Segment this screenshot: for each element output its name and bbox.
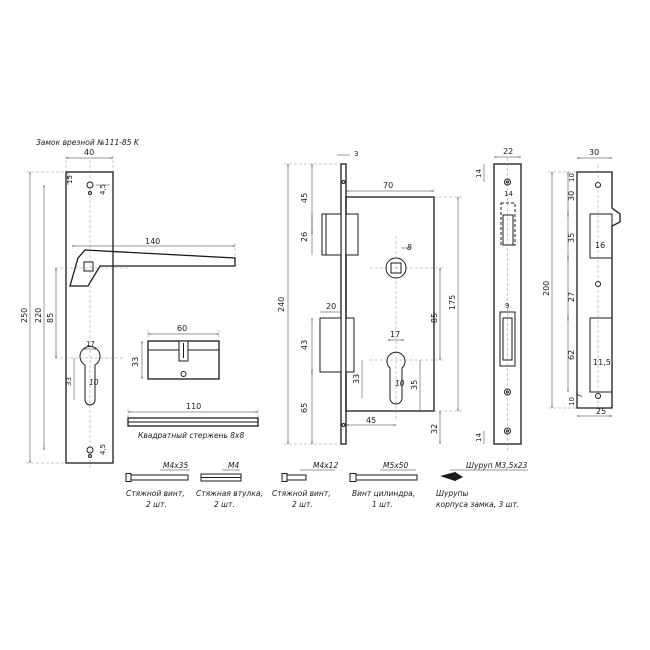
lock-body-view: 3 70 45 26 8 240 20 43 17 85 175 (277, 150, 462, 445)
faceplate-width-label: 22 (503, 147, 513, 156)
handle-length-label: 140 (145, 237, 160, 246)
part-name: Шурупы (436, 489, 469, 498)
handle-cyl-round-label: 10 (89, 378, 99, 387)
lock-cyl-round-label: 10 (395, 379, 405, 388)
lock-bolt-label: 20 (326, 302, 336, 311)
cylinder-height-label: 33 (131, 357, 140, 367)
lock-faceplate-label: 3 (354, 150, 358, 158)
strike-b2-label: 7 (576, 394, 584, 398)
handle-mid-height-label: 220 (34, 308, 43, 323)
strike-width-label: 30 (589, 148, 599, 157)
part-qty: 1 шт. (372, 500, 393, 509)
part-spec: M4x12 (313, 461, 338, 470)
spindle-length-label: 110 (186, 402, 201, 411)
handle-cyl-width-label: 17 (86, 340, 95, 348)
lock-total-label: 240 (277, 297, 286, 312)
strike-plate-view: 30 30 10 35 16 200 27 62 11,5 10 7 25 (542, 148, 621, 416)
lock-body-height-label: 175 (448, 295, 457, 310)
handle-top-label: 15 (66, 175, 74, 184)
part-name: Стяжная втулка, (196, 489, 263, 498)
handle-total-height-label: 250 (20, 308, 29, 323)
strike-top-b-label: 10 (568, 173, 576, 182)
strike-total-label: 200 (542, 281, 551, 296)
strike-bolt-width-label: 11,5 (593, 358, 611, 367)
handle-hole-bottom-label: 4,5 (99, 444, 107, 455)
strike-base-label: 25 (596, 407, 606, 416)
handle-plate-view: 40 140 250 220 85 15 4,5 4,5 17 33 10 (20, 148, 236, 470)
faceplate-bottom-label: 14 (475, 433, 483, 442)
strike-bolt-label: 62 (567, 350, 576, 360)
faceplate-side-view: 22 14 14 9 14 (475, 147, 522, 450)
part-spec: M4 (228, 461, 239, 470)
strike-latch-label: 35 (567, 233, 576, 243)
part-qty: 2 шт. (214, 500, 235, 509)
lock-cyl-height-label: 33 (352, 374, 361, 384)
lock-bottom-small-label: 32 (430, 424, 439, 434)
handle-cyl-small-label: 33 (65, 377, 73, 386)
strike-mid-label: 27 (567, 292, 576, 302)
part-screw-m5x50: M5x50 Винт цилиндра, 1 шт. (349, 461, 418, 509)
lock-bolt-height-label: 43 (300, 340, 309, 350)
part-spec: Шуруп M3,5x23 (466, 461, 528, 470)
part-name: Винт цилиндра, (352, 489, 415, 498)
cylinder-length-label: 60 (177, 324, 187, 333)
strike-b1-label: 10 (568, 397, 576, 406)
lock-cyl-width-label: 17 (390, 330, 400, 339)
lock-square-label: 8 (407, 243, 412, 252)
part-qty: корпуса замка, 3 шт. (436, 500, 519, 509)
part-name: Стяжной винт, (126, 489, 185, 498)
faceplate-top-label: 14 (475, 169, 483, 178)
lock-latch-label: 26 (300, 232, 309, 242)
cylinder-view: 60 33 (131, 324, 220, 380)
lock-cyl-offset-label: 35 (410, 380, 419, 390)
part-qty: 2 шт. (146, 500, 167, 509)
faceplate-mid-label: 9 (505, 302, 509, 310)
part-spec: M5x50 (383, 461, 408, 470)
lock-backset-label: 85 (430, 313, 439, 323)
part-qty: 2 шт. (292, 500, 313, 509)
handle-hole-top-label: 4,5 (99, 184, 107, 195)
handle-center-label: 85 (46, 313, 55, 323)
part-spec: M4x35 (163, 461, 188, 470)
part-wood-screw-m3-5x23: Шуруп M3,5x23 Шурупы корпуса замка, 3 шт… (436, 461, 528, 509)
strike-latch-width-label: 16 (595, 241, 605, 250)
lock-latch-height-label: 45 (300, 193, 309, 203)
lock-bottom-label: 65 (300, 403, 309, 413)
spindle-label: Квадратный стержень 8х8 (138, 431, 244, 440)
part-name: Стяжной винт, (272, 489, 331, 498)
lock-width-label: 70 (383, 181, 393, 190)
drawing-title: Замок врезной №111-85 K (36, 138, 140, 147)
faceplate-top-inner-label: 14 (504, 190, 513, 198)
spindle-view: 110 Квадратный стержень 8х8 (127, 402, 259, 440)
lock-base-label: 45 (366, 416, 376, 425)
part-sleeve-m4: M4 Стяжная втулка, 2 шт. (196, 461, 263, 509)
handle-width-label: 40 (84, 148, 94, 157)
strike-top-a-label: 30 (567, 191, 576, 201)
part-screw-m4x12: M4x12 Стяжной винт, 2 шт. (272, 461, 338, 509)
part-screw-m4x35: M4x35 Стяжной винт, 2 шт. (125, 461, 190, 509)
